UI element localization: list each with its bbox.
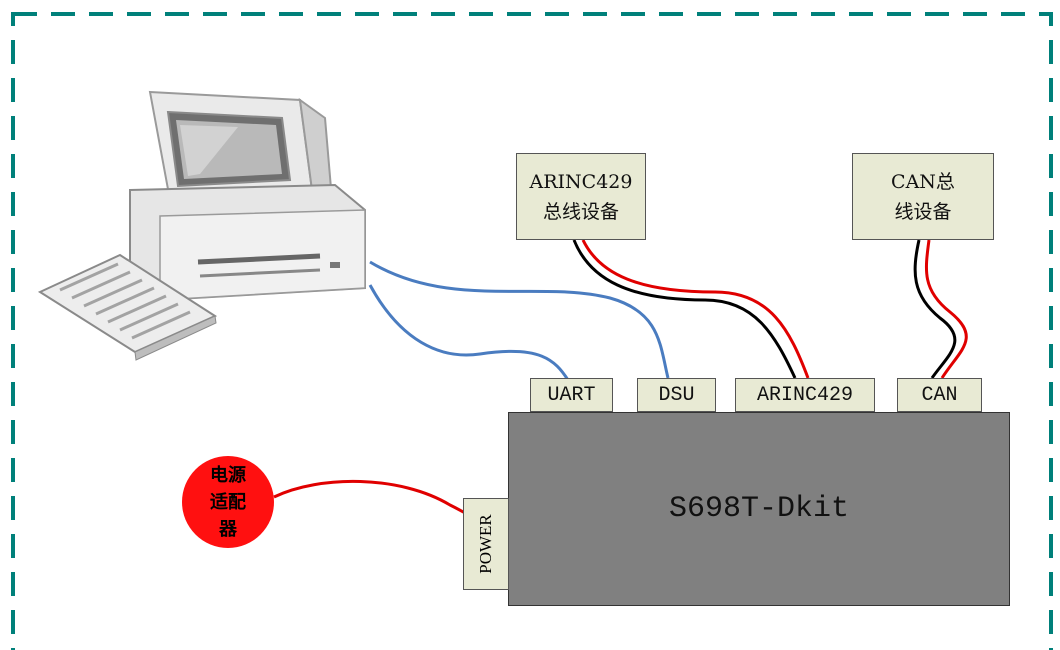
arinc-red-wire — [581, 239, 810, 379]
dsu-cable — [369, 260, 670, 379]
can-device-label-line1: CAN总 — [891, 170, 955, 193]
arinc-device-label-line2: 总线设备 — [542, 200, 619, 223]
power-port: POWER — [463, 498, 509, 590]
can-port: CAN — [897, 378, 982, 412]
can-bus-device: CAN总 线设备 — [852, 153, 994, 240]
arinc-device-label-line1: ARINC429 — [529, 170, 633, 193]
uart-port: UART — [530, 378, 613, 412]
can-port-label: CAN — [921, 383, 958, 407]
arinc-black-wire — [572, 239, 797, 379]
can-device-label-line2: 线设备 — [894, 200, 952, 223]
arinc429-port: ARINC429 — [735, 378, 875, 412]
power-port-label: POWER — [476, 514, 495, 574]
arinc429-port-label: ARINC429 — [756, 383, 853, 407]
desktop-computer-icon — [37, 90, 366, 361]
arinc429-bus-device: ARINC429 总线设备 — [516, 153, 646, 240]
can-red-wire — [924, 239, 968, 379]
adapter-label-line3: 器 — [219, 518, 237, 540]
can-black-wire — [913, 239, 957, 379]
s698t-dkit-board: S698T-Dkit — [508, 412, 1010, 606]
adapter-label-line1: 电源 — [210, 464, 246, 486]
dsu-port: DSU — [637, 378, 716, 412]
board-label: S698T-Dkit — [668, 492, 850, 526]
adapter-label-line2: 适配 — [210, 491, 246, 513]
dsu-port-label: DSU — [658, 383, 695, 407]
uart-cable — [368, 284, 570, 381]
uart-port-label: UART — [547, 383, 596, 407]
power-adapter: 电源 适配 器 — [182, 456, 274, 548]
